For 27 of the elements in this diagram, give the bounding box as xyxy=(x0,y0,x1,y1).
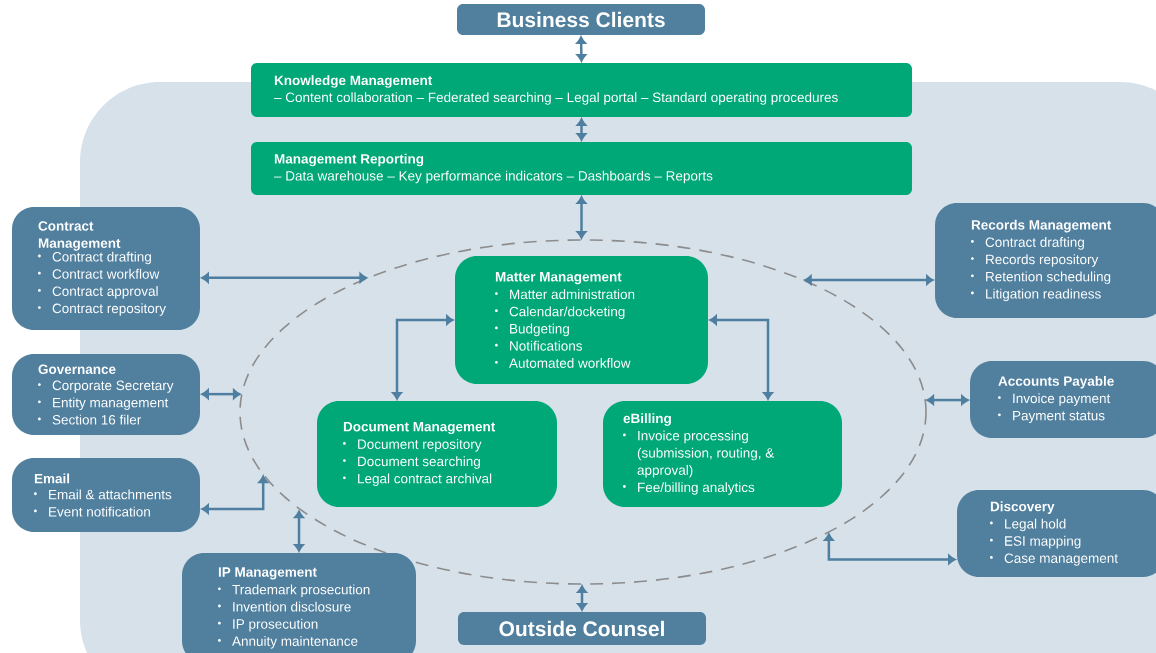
arrow xyxy=(201,389,241,400)
process-box: Records Management Contract drafting Records repository Retention scheduling Litigation readiness xyxy=(935,203,1156,318)
process-band: Knowledge Management – Content collaboration – Federated searching – Legal portal – Standard operating procedures xyxy=(251,63,912,117)
arrow xyxy=(803,274,934,285)
process-box: Discovery Legal hold ESI mapping Case management xyxy=(957,490,1156,577)
arrow xyxy=(293,510,305,552)
process-box: IP Management Trademark prosecution Invention disclosure IP prosecution Annuity maintenance xyxy=(182,553,416,653)
arrow xyxy=(391,314,454,400)
arrow xyxy=(576,118,587,141)
process-box: eBilling Invoice processing (submission, routing, & approval) Fee/billing analytics xyxy=(603,401,842,507)
arrow xyxy=(576,36,587,62)
process-box: Accounts Payable Invoice payment Payment status xyxy=(970,361,1156,438)
arrow xyxy=(576,585,588,611)
process-band: Management Reporting – Data warehouse – Key performance indicators – Dashboards – Reports xyxy=(251,142,912,195)
process-box: Email Email & attachments Event notification xyxy=(12,458,200,532)
process-box: Governance Corporate Secretary Entity management Section 16 filer xyxy=(12,354,200,435)
title-box: Outside Counsel xyxy=(458,612,706,645)
arrow xyxy=(201,475,269,515)
process-box: Contract Management Contract drafting Contract workflow Contract approval Contract repository xyxy=(12,207,200,330)
title-box: Business Clients xyxy=(457,4,705,35)
arrow xyxy=(576,196,587,239)
process-box: Matter Management Matter administration Calendar/docketing Budgeting Notifications Automated workflow xyxy=(455,256,708,384)
arrow xyxy=(823,533,956,565)
arrow xyxy=(926,395,969,406)
process-box: Document Management Document repository Document searching Legal contract archival xyxy=(317,401,557,507)
arrow xyxy=(201,272,368,283)
arrow xyxy=(709,314,774,400)
